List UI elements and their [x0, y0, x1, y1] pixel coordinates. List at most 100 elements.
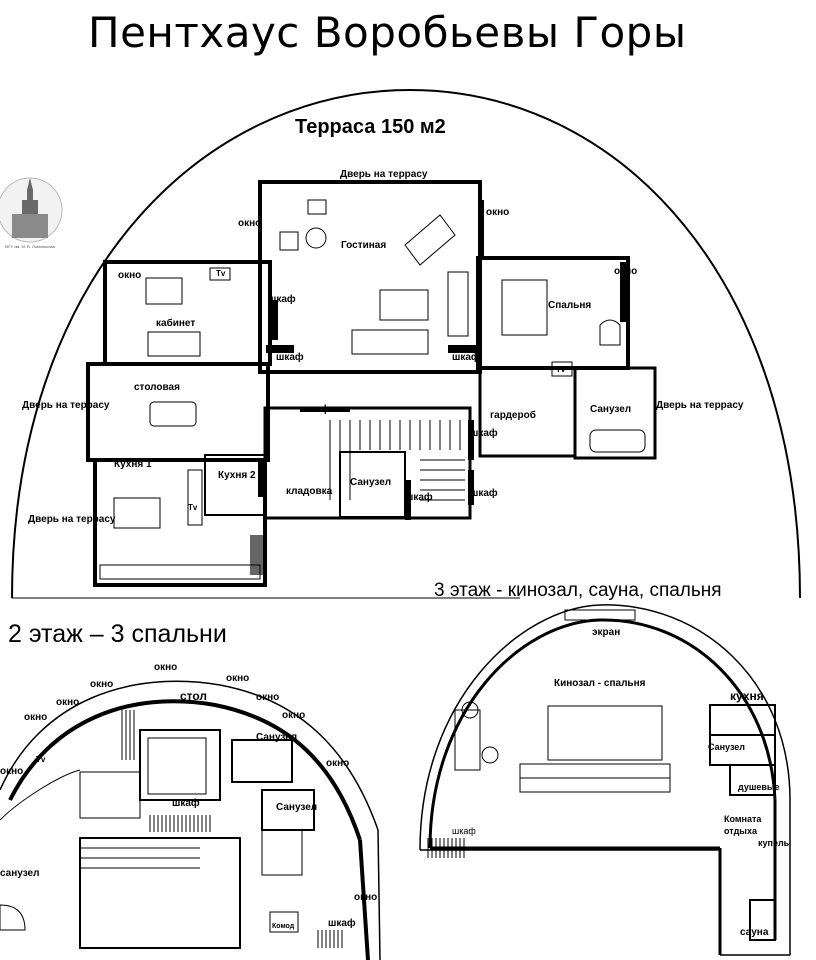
floor-3-rest-room-label-2: отдыха — [724, 826, 758, 836]
study-sofa — [147, 331, 201, 357]
tv-bedroom-label: Tv — [556, 365, 566, 374]
door-top-label: Дверь на террасу — [340, 169, 428, 180]
floor-3-labels: 3 этаж - кинозал, сауна, спальня экран К… — [434, 580, 790, 938]
floor-3-plunge-label: купель — [758, 838, 790, 848]
wardrobe-bar-1 — [266, 345, 294, 353]
round-table — [305, 227, 327, 249]
window-living-left-label: окно — [238, 218, 261, 229]
floor-3-kitchen-label: кухня — [730, 689, 764, 703]
floor-2-bath-1-label: Санузел — [256, 732, 297, 743]
stair-block — [263, 406, 472, 520]
floor-3-wardrobe-label: шкаф — [452, 826, 476, 836]
cinema-steps — [519, 763, 671, 779]
floor-2-inner-edge — [0, 769, 81, 821]
kitchen-counter — [99, 564, 261, 580]
terrace-label: Терраса 150 м2 — [295, 116, 446, 138]
floor-2-bath-2-label: Санузел — [276, 802, 317, 813]
toilet-right — [599, 319, 621, 346]
kitchen2-label: Кухня 2 — [218, 470, 256, 481]
wardrobe-study2-label: шкаф — [268, 293, 296, 305]
floor-2-bed-3 — [261, 829, 303, 876]
dressing-label: гардероб — [490, 409, 536, 421]
wardrobe-stair2-label: шкаф — [470, 487, 498, 499]
logo-text: МГУ им. М. В. Ломоносова — [5, 244, 55, 249]
floor-2-dresser-label: Комод — [272, 923, 295, 930]
bathroom-center-label: Санузел — [350, 477, 391, 488]
door-left-lower-label: Дверь на террасу — [28, 514, 116, 525]
floor-2-room — [139, 729, 221, 801]
floor-2-wardrobe-2-label: шкаф — [328, 917, 356, 929]
floor-2-bath-3-label: санузел — [0, 868, 39, 879]
floor-2-stair-lines — [80, 847, 200, 869]
floor-3-outer-arc — [419, 604, 791, 851]
wardrobe-bar-4 — [468, 420, 474, 460]
floor-2-stairs — [79, 837, 241, 949]
floor-2-wardrobe-1-label: шкаф — [172, 797, 200, 809]
sofa-right — [447, 271, 469, 337]
floor-2-window-5: окно — [24, 712, 47, 723]
floor-1-labels: Терраса 150 м2 Дверь на террасу Гостиная… — [22, 116, 744, 525]
floor-2-outer-arc — [0, 680, 379, 831]
floor-1-plan — [11, 88, 801, 599]
floor-2-window-3: окно — [226, 673, 249, 684]
floor-2-window-1: окно — [154, 662, 177, 673]
kitchen2-walls — [204, 454, 266, 516]
floor-2-bath-2 — [261, 789, 315, 831]
kitchen1-walls — [93, 458, 267, 587]
armchair-1 — [279, 231, 299, 251]
study-label: кабинет — [156, 317, 195, 329]
window-study-label: окно — [118, 270, 141, 281]
sofa-living — [351, 329, 429, 355]
bathroom-right-walls — [573, 366, 657, 460]
screen-bar — [564, 609, 636, 621]
kitchen1-label: Кухня 1 — [114, 459, 152, 470]
floor-3-heading: 3 этаж - кинозал, сауна, спальня — [434, 580, 722, 601]
floor-2-window-10: окно — [354, 892, 377, 903]
kitchen-island — [187, 469, 203, 526]
wardrobe-study-label: шкаф — [276, 351, 304, 363]
floor-3-wardrobe-hatch — [427, 838, 465, 858]
floor-2-window-9: окно — [326, 758, 349, 769]
living-room-walls — [258, 180, 482, 374]
university-logo: МГУ им. М. В. Ломоносова — [0, 177, 63, 249]
pantry-label: кладовка — [286, 486, 333, 497]
cinema-steps-2 — [519, 777, 671, 793]
floor-2-bed-2 — [147, 737, 207, 795]
showers-block — [729, 764, 776, 796]
floor-2-right-wall — [358, 839, 370, 960]
dining-label: столовая — [134, 382, 180, 393]
floor-3-dining — [454, 701, 499, 771]
page-title: Пентхаус Воробьевы Горы — [88, 8, 687, 57]
floor-2-window-2: окно — [90, 679, 113, 690]
floor-2-bathtub — [0, 904, 26, 931]
floor-2-bed-1 — [79, 771, 141, 819]
floor-2-bath-1 — [231, 739, 293, 783]
floor-2-tv-label: Tv — [36, 755, 46, 764]
floor-2-window-6: окно — [0, 766, 23, 777]
wardrobe-hall-label: шкаф — [302, 403, 330, 415]
study-table — [145, 277, 183, 305]
floor-3-screen-label: экран — [592, 627, 620, 638]
floor-3-bathroom-label: Санузел — [708, 742, 745, 752]
kitchen-block — [709, 704, 776, 736]
floor-3-sauna-label: сауна — [740, 927, 769, 938]
window-bar-2 — [620, 262, 626, 322]
window-living-right-label: окно — [486, 207, 509, 218]
kitchen2-bar — [258, 462, 265, 497]
floor-2-window-8: окно — [282, 710, 305, 721]
kitchen-table — [113, 497, 161, 529]
floor-3-plan — [419, 604, 791, 956]
wardrobe-bar-7 — [300, 408, 350, 412]
sauna-block — [749, 899, 776, 941]
bathroom-right-label: Санузел — [590, 404, 631, 415]
armchair-2 — [307, 199, 327, 215]
floor-2-heading: 2 этаж – 3 спальни — [8, 620, 227, 648]
door-left-upper-label: Дверь на террасу — [22, 400, 110, 411]
wardrobe-bar-2 — [270, 300, 278, 340]
wardrobe-bar-5 — [468, 470, 474, 505]
floor-3-showers-label: душевые — [738, 782, 780, 792]
cinema-sofa — [547, 705, 663, 761]
wardrobe-stair1-label: шкаф — [470, 427, 498, 439]
bedroom-bed — [501, 279, 548, 336]
window-bar — [478, 200, 484, 260]
